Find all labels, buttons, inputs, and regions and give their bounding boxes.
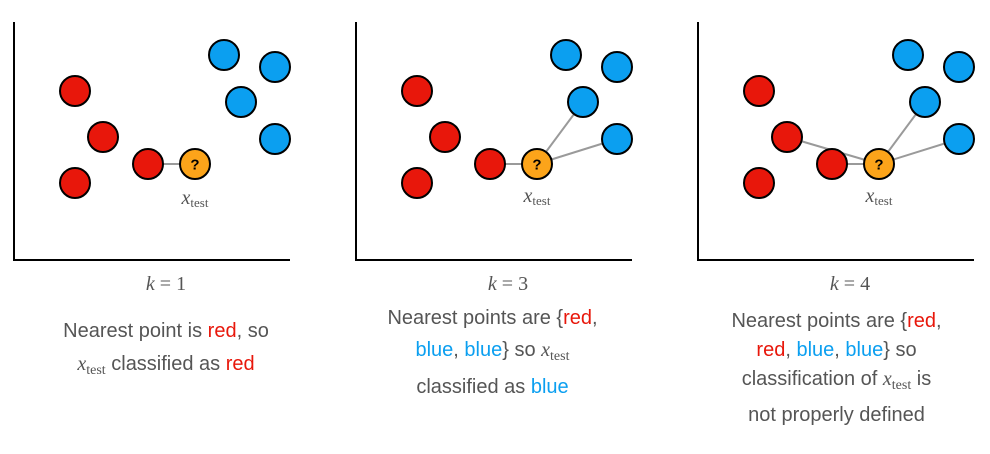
blue-point: [567, 86, 599, 118]
axes: [355, 22, 632, 261]
red-point: [429, 121, 461, 153]
blue-point: [601, 51, 633, 83]
red-point: [401, 167, 433, 199]
blue-point: [550, 39, 582, 71]
red-point: [743, 75, 775, 107]
test-point: [863, 148, 895, 180]
red-point: [771, 121, 803, 153]
red-point: [59, 167, 91, 199]
red-point: [401, 75, 433, 107]
question-mark: ?: [190, 157, 199, 174]
red-point: [132, 148, 164, 180]
k-label: k = 1: [146, 273, 186, 295]
red-point: [59, 75, 91, 107]
panel-k3: ? xtest k = 3: [355, 22, 633, 295]
blue-point: [225, 86, 257, 118]
blue-point: [208, 39, 240, 71]
axes: [697, 22, 974, 261]
blue-point: [892, 39, 924, 71]
axes: [13, 22, 290, 261]
caption-k4: Nearest points are {red, red, blue, blue…: [731, 310, 942, 426]
blue-point: [943, 123, 975, 155]
red-point: [87, 121, 119, 153]
test-point-label: xtest: [865, 185, 893, 208]
test-point-label: xtest: [181, 187, 209, 210]
question-mark: ?: [874, 157, 883, 174]
test-point: [179, 148, 211, 180]
blue-point: [601, 123, 633, 155]
caption-k1: Nearest point is red, so xtest classifie…: [63, 320, 269, 378]
caption-k3: Nearest points are {red, blue, blue} so …: [387, 307, 598, 398]
red-point: [816, 148, 848, 180]
question-mark: ?: [532, 157, 541, 174]
blue-point: [943, 51, 975, 83]
k-label: k = 4: [830, 273, 870, 295]
k-label: k = 3: [488, 273, 528, 295]
blue-point: [259, 51, 291, 83]
blue-point: [909, 86, 941, 118]
panel-k4: ? xtest k = 4: [697, 22, 975, 295]
red-point: [743, 167, 775, 199]
blue-point: [259, 123, 291, 155]
panel-k1: ? xtest k = 1: [13, 22, 291, 295]
test-point-label: xtest: [523, 185, 551, 208]
red-point: [474, 148, 506, 180]
test-point: [521, 148, 553, 180]
